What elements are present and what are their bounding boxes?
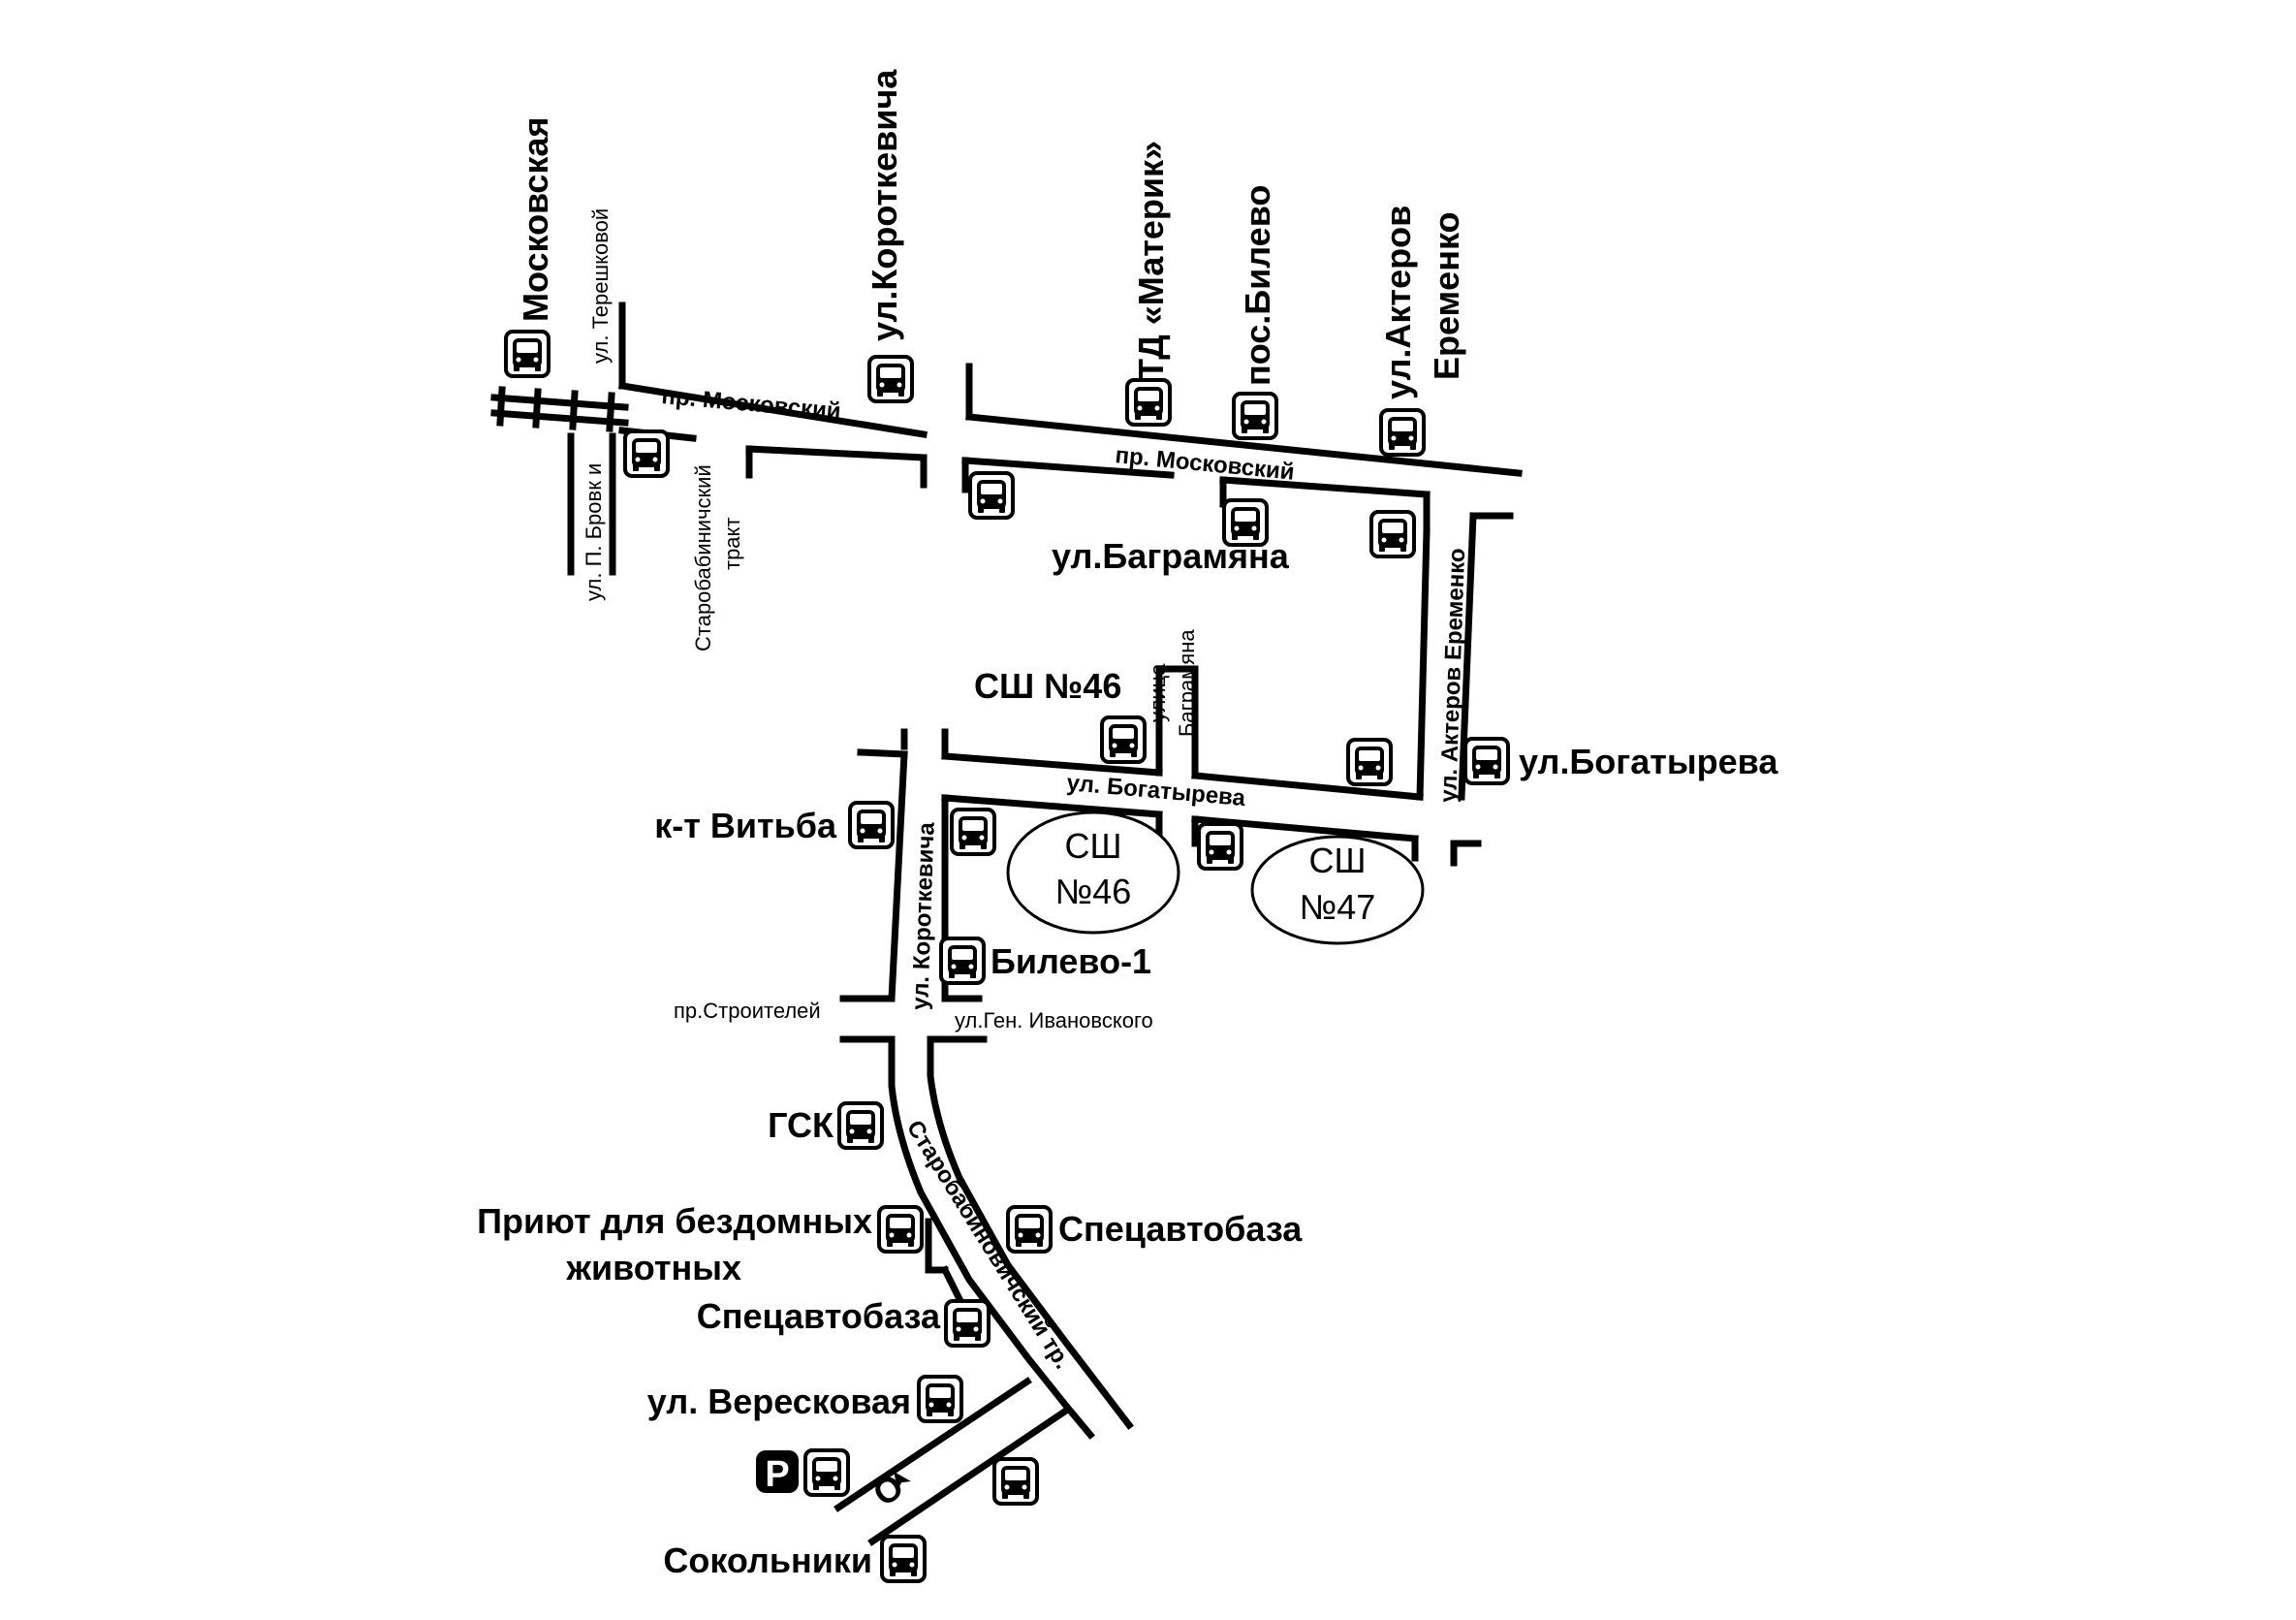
roads-layer (490, 302, 1523, 1546)
bogatyreva-upper-a (941, 752, 1163, 777)
bus-stop-icon[interactable] (877, 1205, 924, 1254)
road-label-stroiteley: пр.Строителей (674, 999, 821, 1023)
bus-stop-icon[interactable] (880, 1535, 927, 1583)
bus-stop-icon[interactable] (944, 1299, 991, 1348)
school-47-line1: СШ (1309, 841, 1367, 880)
bogatyreva-lower-stub (857, 748, 908, 758)
bogatyreva-lower-a (941, 794, 1163, 818)
sokolniki-road-lower (867, 1406, 1071, 1546)
stop-label-vereskovaya: ул. Вересковая (647, 1382, 911, 1421)
road-label-starobabinichi-1: Старобабиничский (691, 464, 715, 651)
stop-label-td-materik: ТД «Материк» (1131, 141, 1171, 380)
bus-stop-icon[interactable] (867, 355, 914, 403)
road-label-brovki: ул. П. Бровк и (582, 463, 606, 601)
stop-label-vitba: к-т Витьба (654, 806, 837, 845)
railway-line-2 (490, 409, 629, 427)
moskovsky-east-lower-a (961, 457, 1175, 479)
stop-label-priyut-1: Приют для бездомных (477, 1201, 872, 1241)
bus-stop-icon[interactable] (1232, 392, 1278, 440)
bus-stop-icon[interactable] (1100, 715, 1147, 764)
road-label-starobabinichi-2: тракт (720, 518, 744, 571)
bus-stop-icon[interactable] (504, 330, 550, 378)
bus-stop-icon[interactable] (1197, 822, 1243, 871)
moskovsky-east-lower-b (1219, 476, 1431, 498)
bus-stop-icon[interactable] (939, 937, 986, 985)
stop-label-priyut-2: животных (565, 1248, 741, 1287)
stop-label-aktorov-1: ул.Актеров (1378, 206, 1418, 399)
bus-stop-icon[interactable] (623, 429, 670, 478)
stop-label-bagramyana: ул.Баграмяна (1052, 536, 1290, 576)
stop-labels: Московская ул.Короткевича ТД «Материк» п… (477, 69, 1778, 1580)
stop-label-gsk: ГСК (768, 1105, 834, 1145)
road-label-tereshkovoy: ул. Терешковой (588, 208, 613, 364)
stop-label-bogatyreva: ул.Богатырева (1519, 742, 1778, 781)
stop-label-spetsavtobaza-west: Спецавтобаза (697, 1296, 941, 1336)
starobabinovichsky-west (888, 1035, 1095, 1440)
bus-stop-icon[interactable] (848, 801, 895, 849)
bus-stop-icon[interactable] (992, 1457, 1039, 1506)
school-46-line2: №46 (1055, 872, 1132, 911)
school-46-line1: СШ (1065, 826, 1122, 866)
bus-stop-icon[interactable] (968, 471, 1015, 520)
bus-stop-icon[interactable] (837, 1101, 884, 1150)
stop-label-aktorov-2: Еременко (1427, 212, 1466, 380)
road-label-ulitsa: улица (1146, 663, 1170, 722)
starobabinovichsky-east (927, 1035, 1134, 1430)
korotkevicha-road-west (888, 750, 908, 1002)
bogatyreva-upper-b (1191, 772, 1424, 801)
stop-label-bilevo1: Билево-1 (991, 941, 1151, 981)
stop-label-moskovskaya: Московская (516, 117, 555, 322)
road-label-bagramyana-vertical: Баграмяна (1175, 629, 1199, 737)
railway-tick (532, 388, 542, 429)
bus-stop-icon[interactable] (1379, 408, 1426, 457)
stop-label-spetsavtobaza-east: Спецавтобаза (1058, 1209, 1303, 1249)
bus-stop-icon[interactable] (917, 1375, 963, 1423)
parking-symbol: P (765, 1454, 789, 1495)
railway-tick (569, 390, 579, 430)
bus-stop-icon[interactable] (1463, 737, 1510, 785)
bus-stop-icon[interactable] (1369, 510, 1416, 558)
bus-stop-icon[interactable] (803, 1448, 850, 1497)
bus-stop-icon[interactable] (1125, 378, 1172, 427)
school-47: СШ №47 (1250, 835, 1425, 945)
school-46: СШ №46 (1006, 810, 1180, 935)
railway-tick (496, 386, 506, 427)
bus-stop-icon[interactable] (1006, 1205, 1053, 1254)
railway-line (490, 394, 629, 411)
moskovsky-west-lower-b (745, 445, 928, 461)
railway-tick (606, 392, 615, 432)
moskovsky-east-upper (965, 413, 1523, 477)
bus-stop-icon[interactable] (950, 808, 996, 856)
parking-icon: P (756, 1450, 799, 1495)
road-label-gen-ivanovskogo: ул.Ген. Ивановского (955, 1008, 1153, 1032)
stop-label-korotkevicha: ул.Короткевича (865, 69, 904, 341)
bus-stop-icon[interactable] (1346, 738, 1393, 786)
moskovsky-west-upper (617, 381, 928, 439)
sokolniki-road-upper (833, 1377, 1032, 1512)
road-label-moskovsky-west: пр. Московский (660, 383, 841, 425)
stop-label-sokolniki: Сокольники (663, 1541, 872, 1580)
stop-label-sh46: СШ №46 (974, 666, 1121, 706)
road-label-korotkevicha: ул. Короткевича (907, 821, 940, 1010)
school-47-line2: №47 (1300, 887, 1376, 927)
priyut-access-c (940, 1265, 964, 1304)
stop-label-pos-bilevo: пос.Билево (1238, 185, 1277, 386)
aktorov-road-west (1416, 527, 1431, 801)
